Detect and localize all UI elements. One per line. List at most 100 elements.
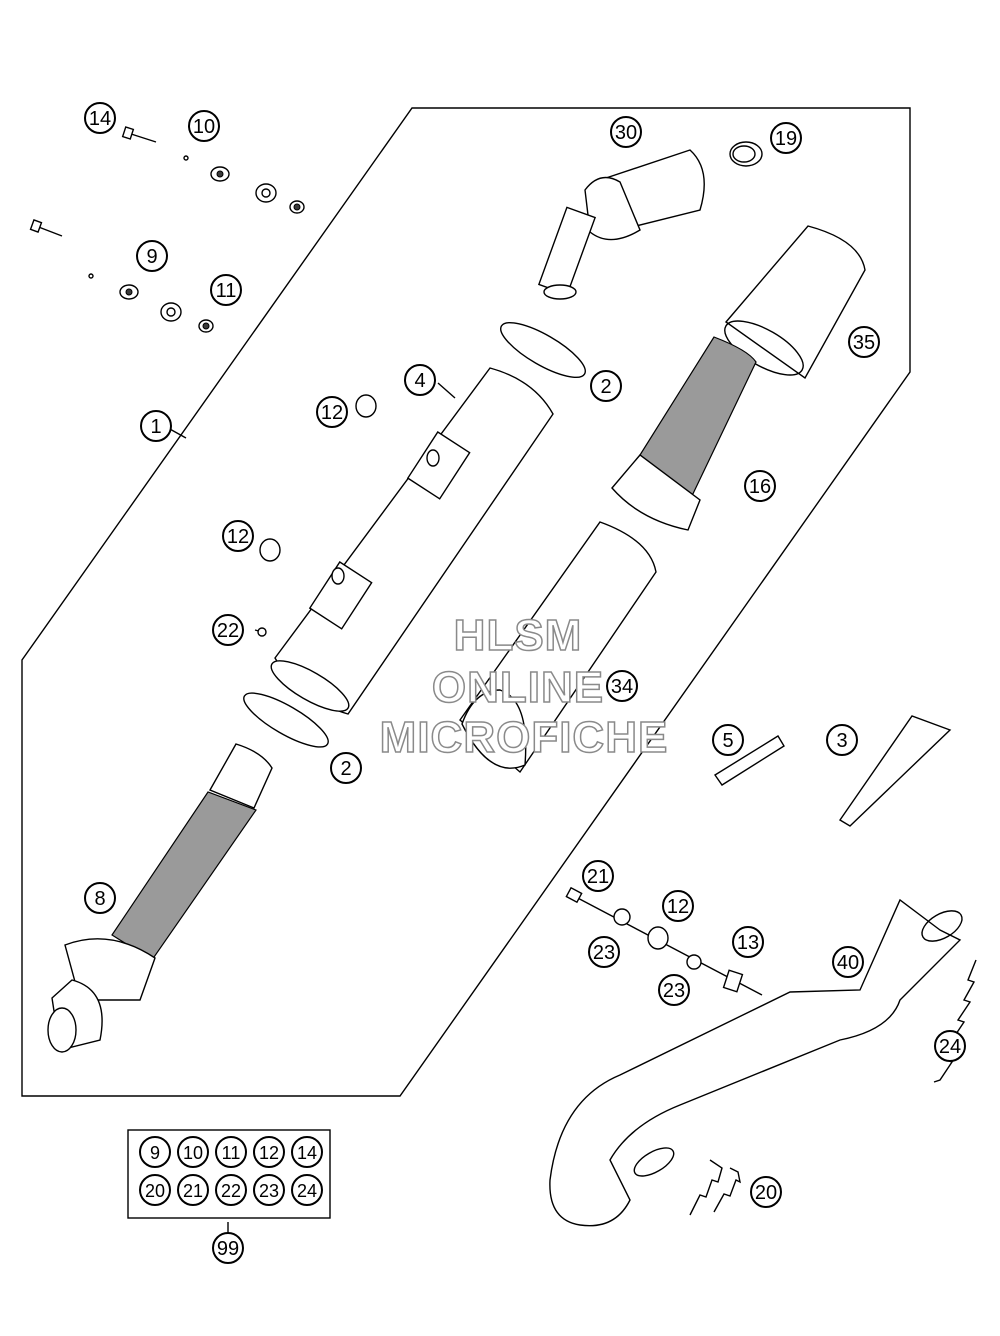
callout-label: 11 bbox=[216, 280, 237, 302]
kit-item-label: 23 bbox=[259, 1181, 279, 1201]
kit-item-circle bbox=[139, 1174, 171, 1206]
callout-label: 24 bbox=[939, 1036, 961, 1058]
callout-circle bbox=[662, 890, 694, 922]
kit-item-circle bbox=[291, 1174, 323, 1206]
assembly-boundary-1 bbox=[21, 107, 911, 1097]
callout-c8: 8 bbox=[84, 882, 116, 914]
screw-22 bbox=[254, 627, 267, 637]
kit-item-label: 22 bbox=[221, 1181, 241, 1201]
callout-circle bbox=[212, 1232, 244, 1264]
callout-c12c: 12 bbox=[662, 890, 694, 922]
callout-label: 34 bbox=[611, 676, 633, 698]
callout-label: 13 bbox=[737, 932, 759, 954]
grommet-12-upper bbox=[355, 394, 377, 418]
grommet-12-lower bbox=[259, 538, 281, 562]
kit-item: 9 bbox=[139, 1136, 171, 1168]
callout-label: 12 bbox=[227, 526, 249, 548]
callout-label: 23 bbox=[663, 980, 685, 1002]
callout-c2a: 2 bbox=[590, 370, 622, 402]
callout-circle bbox=[610, 116, 642, 148]
kit-item-label: 11 bbox=[222, 1143, 241, 1163]
end-cap-30 bbox=[537, 149, 705, 300]
callout-label: 14 bbox=[89, 108, 111, 130]
callout-circle bbox=[588, 936, 620, 968]
callout-c13: 13 bbox=[732, 926, 764, 958]
callout-c20a: 20 bbox=[750, 1176, 782, 1208]
kit-item: 21 bbox=[177, 1174, 209, 1206]
pad-3 bbox=[838, 715, 952, 827]
callout-label: 9 bbox=[146, 246, 157, 268]
kit-item-label: 14 bbox=[297, 1143, 317, 1163]
callout-label: 20 bbox=[755, 1182, 777, 1204]
callout-circle bbox=[140, 410, 172, 442]
callout-c22a: 22 bbox=[212, 614, 244, 646]
kit-item: 12 bbox=[253, 1136, 285, 1168]
callout-label: 21 bbox=[587, 866, 609, 888]
callout-label: 22 bbox=[217, 620, 239, 642]
callout-c5: 5 bbox=[712, 724, 744, 756]
callout-circle bbox=[712, 724, 744, 756]
callout-c19: 19 bbox=[770, 122, 802, 154]
callout-label: 30 bbox=[615, 122, 637, 144]
callout-c23a: 23 bbox=[588, 936, 620, 968]
callout-c2b: 2 bbox=[330, 752, 362, 784]
callout-label: 23 bbox=[593, 942, 615, 964]
callout-circle bbox=[330, 752, 362, 784]
callout-label: 10 bbox=[193, 116, 215, 138]
kit-item: 11 bbox=[215, 1136, 247, 1168]
kit-item-circle bbox=[291, 1136, 323, 1168]
callout-label: 99 bbox=[217, 1238, 239, 1260]
core-8 bbox=[47, 743, 273, 1053]
callout-c99: 99 bbox=[212, 1232, 244, 1264]
callout-circle bbox=[404, 364, 436, 396]
callout-c14a: 14 bbox=[84, 102, 116, 134]
perforated-insert-16 bbox=[611, 336, 757, 531]
kit-item-label: 10 bbox=[183, 1143, 203, 1163]
kit-item-circle bbox=[215, 1174, 247, 1206]
callout-c23b: 23 bbox=[658, 974, 690, 1006]
kit-item: 20 bbox=[139, 1174, 171, 1206]
callout-c30: 30 bbox=[610, 116, 642, 148]
kit-item: 23 bbox=[253, 1174, 285, 1206]
spring-20a bbox=[689, 1159, 723, 1216]
callout-label: 5 bbox=[722, 730, 733, 752]
kit-item-circle bbox=[253, 1136, 285, 1168]
pad-5 bbox=[714, 735, 785, 786]
kit-item-label: 9 bbox=[150, 1143, 160, 1163]
gasket-2-lower bbox=[243, 692, 329, 748]
callout-circle bbox=[606, 670, 638, 702]
header-pipe-40 bbox=[549, 898, 963, 1227]
kit-item: 24 bbox=[291, 1174, 323, 1206]
callout-c10a: 10 bbox=[188, 110, 220, 142]
callout-circle bbox=[832, 946, 864, 978]
callout-circle bbox=[744, 470, 776, 502]
bracket-hardware bbox=[565, 886, 763, 996]
callout-c3: 3 bbox=[826, 724, 858, 756]
kit-item: 22 bbox=[215, 1174, 247, 1206]
callout-label: 1 bbox=[150, 416, 161, 438]
callout-circle bbox=[84, 102, 116, 134]
callout-circle bbox=[848, 326, 880, 358]
callout-label: 12 bbox=[667, 896, 689, 918]
callout-label: 2 bbox=[340, 758, 351, 780]
callout-c35: 35 bbox=[848, 326, 880, 358]
watermark-line-3: MICROFICHE bbox=[380, 713, 669, 762]
spring-20b bbox=[713, 1167, 741, 1213]
callout-c21a: 21 bbox=[582, 860, 614, 892]
callout-circle bbox=[658, 974, 690, 1006]
callout-circle bbox=[188, 110, 220, 142]
callout-circle bbox=[212, 614, 244, 646]
kit-item-circle bbox=[177, 1136, 209, 1168]
kit-item-circle bbox=[215, 1136, 247, 1168]
callout-circle bbox=[222, 520, 254, 552]
callout-circle bbox=[770, 122, 802, 154]
watermark-line-1: HLSM bbox=[454, 611, 583, 660]
mounting-hardware-upper bbox=[121, 126, 305, 214]
spring-24 bbox=[933, 959, 977, 1083]
callout-c16: 16 bbox=[744, 470, 776, 502]
callout-label: 16 bbox=[749, 476, 771, 498]
callout-label: 35 bbox=[853, 332, 875, 354]
